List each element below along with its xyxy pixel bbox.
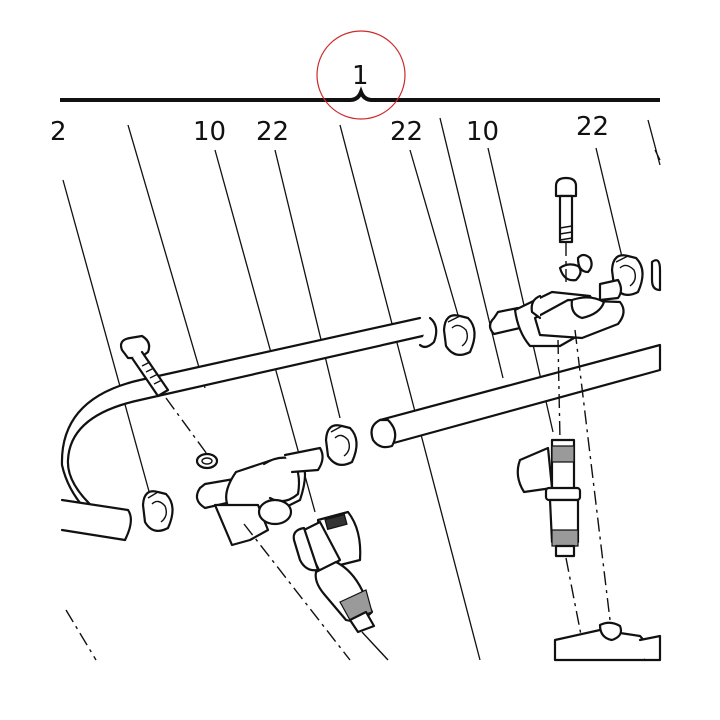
hose-clamp-lower-left	[141, 490, 174, 533]
callout-label-a: 10	[193, 117, 226, 147]
fuel-injector-right	[516, 339, 583, 641]
fuel-hose	[60, 316, 662, 542]
bolt-right	[554, 176, 611, 621]
callout-label-b: 22	[256, 117, 289, 147]
callout-label-e: 22	[576, 112, 609, 142]
highlight-circle	[316, 30, 406, 120]
fitting-bottom-right	[553, 621, 662, 662]
hose-clamp-middle	[324, 424, 358, 467]
assembly-bracket	[60, 86, 660, 102]
callout-label-d: 10	[466, 117, 499, 147]
fuel-injector-left	[243, 510, 389, 661]
hose-clamp-upper-left	[442, 314, 476, 357]
bracket-label: 1	[352, 61, 369, 91]
callout-label-c: 22	[390, 117, 423, 147]
cutoff-lines	[65, 149, 661, 661]
fuel-rail-fitting-left	[195, 446, 324, 547]
bolt-left	[119, 334, 208, 455]
callout-label-left-edge: 2	[50, 117, 67, 147]
fuel-rail-fitting-right	[488, 253, 625, 348]
